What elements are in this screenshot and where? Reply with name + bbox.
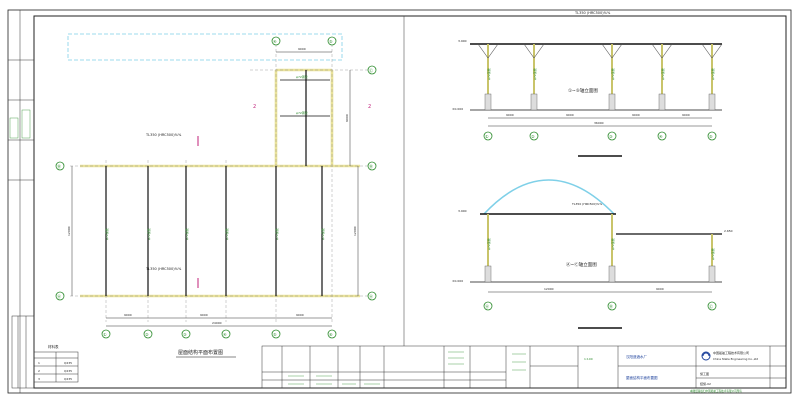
elev1-level-top: 3.900 [458,39,467,43]
plan-beam-label-1: φ72钢管 [104,228,109,240]
elev2-col-c: Ⓒ [709,303,713,309]
section-mark-left: 2 [253,104,256,110]
company-logo-icon [702,352,710,357]
company-name-cn: 中国船舶工程技术有限公司 [713,350,749,355]
elev2-col-b: Ⓑ [609,303,613,309]
elev1-member-label-4: φ72钢管 [660,68,665,80]
elevation-1: φ72钢管 φ72钢管 φ72钢管 φ72钢管 φ72钢管 ①~⑤轴立面图 3.… [452,39,723,157]
elev1-col-1: ① [485,134,489,139]
legend-title: 材料表 [48,344,59,349]
plan-col-top-5: ⑤ [329,39,333,44]
plan-row-b-left: Ⓑ [57,163,61,169]
elev2-top-label: TL350 (HRC500)%% [571,202,602,206]
top-note: TL350 (HRC500)%% [574,11,611,15]
elev1-member-label-5: φ72钢管 [710,68,715,80]
left-strip-marks [8,59,34,181]
title-block: 汉阳造酒水厂 中国船舶工程技术有限公司 China Stalle Enginee… [261,345,787,393]
plan-col-5: ⑤ [273,332,277,337]
plan-dim-right-upper: 9000 [345,114,349,122]
plan-beam-label-2: φ72钢管 [146,228,151,240]
elev1-member-label-3: φ72钢管 [610,68,615,80]
legend-row-3-no: 3 [38,377,40,381]
plan-dim-3: 9000 [296,313,304,317]
elev1-dim-1: 9000 [506,113,514,117]
plan-beam-label-6: φ72钢管 [320,228,325,240]
footer-note: 本图纸版权归中国船舶工程技术有限公司所有 [690,389,742,393]
elev2-level-low: 2.650 [724,229,733,233]
plan-col-2: ② [145,332,149,337]
plan-dim-total: 24000 [212,321,222,325]
legend-row-3-mat: Q235 [64,377,72,381]
elev2-dim-1: 12000 [544,287,554,291]
elev2-col-a: Ⓐ [485,303,489,309]
sheet-border [7,9,792,394]
elev1-member-label-1: φ72钢管 [486,68,491,80]
elev2-title: Ⓐ~Ⓒ轴立面图 [566,261,597,268]
plan-dim-1: 9000 [124,313,132,317]
legend-row-1-no: 1 [38,361,40,365]
plan-row-a-left: Ⓐ [57,293,61,299]
elev2-level-ground: ±0.000 [452,279,463,283]
elev2-member-label-1: φ72钢管 [486,238,491,250]
project-name: 汉阳造酒水厂 [626,354,647,359]
plan-row-b-right: Ⓑ [369,163,373,169]
plan-beam-label-5: φ72钢管 [274,228,279,240]
plan-dim-left: 12000 [67,226,71,236]
elevation-2: TL350 (HRC500)%% φ72钢管 φ72钢管 φ72钢管 Ⓐ~Ⓒ轴立… [452,179,733,329]
elev1-level-ground: ±0.000 [452,107,463,111]
elev1-dim-2: 9000 [566,113,574,117]
elev1-dim-total: 36000 [594,121,604,125]
plan-label-mid: TL350 (HRC500)%% [145,267,182,271]
elev2-dim-2: 9000 [656,287,664,291]
elev1-col-4: ④ [659,134,663,139]
legend-row-1-mat: Q235 [64,361,72,365]
sheet-number: 结施-02 [700,381,711,386]
drawing-scale: 1:100 [584,357,593,361]
plan-beam-label-3: φ72钢管 [184,228,189,240]
drawing-name: 屋面结构平面布置图 [626,375,658,380]
roof-plan: TL350 (HRC500)%% TL350 (HRC500)%% φ72钢管 … [55,33,377,358]
elev1-dim-4: 9000 [682,113,690,117]
elev1-col-5: ⑤ [709,134,713,139]
elev1-dim-3: 9000 [632,113,640,117]
elev1-member-label-2: φ72钢管 [532,68,537,80]
plan-dim-top: 9000 [298,47,306,51]
plan-col-6: ⑥ [329,332,333,337]
legend-row-2-no: 2 [38,369,40,373]
elev1-col-2: ② [531,134,535,139]
plan-col-top-4: ④ [273,39,277,44]
plan-title: 屋面结构平面布置图 [178,349,223,356]
drawing-stage: 施工图 [700,371,709,376]
plan-beam-label-4: φ72钢管 [224,228,229,240]
plan-dim-right: 12000 [353,226,357,236]
legend-row-2-mat: Q235 [64,369,72,373]
elev1-col-3: ③ [609,134,613,139]
plan-label-top: TL350 (HRC500)%% [145,133,182,137]
plan-col-3: ③ [183,332,187,337]
plan-col-1: ① [103,332,107,337]
elev2-level-top: 3.900 [458,209,467,213]
plan-col-4: ④ [223,332,227,337]
elev1-title: ①~⑤轴立面图 [568,87,598,94]
section-mark-right: 2 [368,104,371,110]
elev2-member-label-2: φ72钢管 [610,238,615,250]
elev2-member-label-3: φ72钢管 [710,248,715,260]
plan-beam-label-mid: φ72钢管 [296,110,308,115]
plan-beam-label-top: φ72钢管 [296,74,308,79]
plan-dim-2: 9000 [200,313,208,317]
legend-block: 材料表 1 Q235 2 Q235 3 Q235 [11,315,79,389]
company-name-en: China Stalle Engineering Co.,Ltd [713,357,758,361]
plan-row-a-right: Ⓐ [369,293,373,299]
plan-row-c-right: Ⓒ [369,67,373,73]
